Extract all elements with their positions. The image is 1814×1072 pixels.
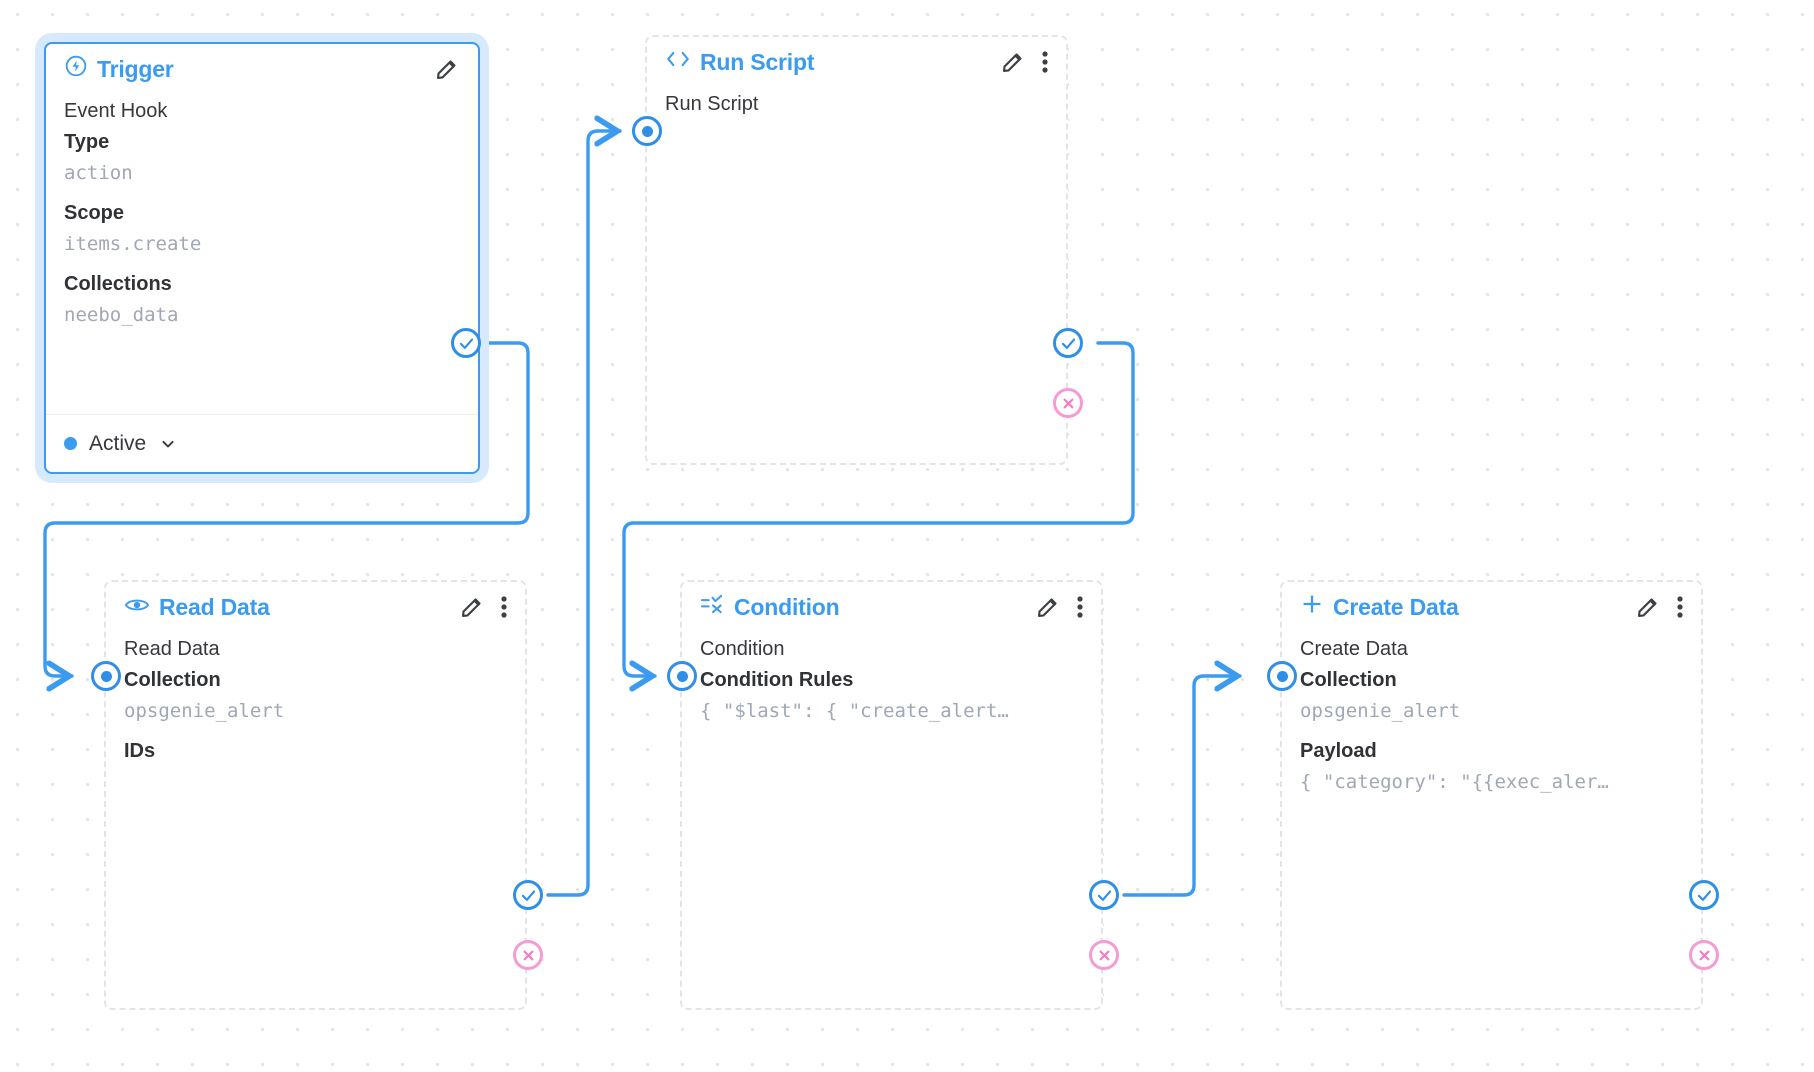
node-header: Create Data	[1282, 582, 1701, 620]
dots-vertical-icon[interactable]	[1077, 595, 1083, 619]
node-header-actions	[433, 56, 460, 83]
pencil-icon[interactable]	[458, 594, 485, 621]
node-subtitle: Read Data	[124, 638, 220, 660]
edge-condition-to-create-data	[1122, 676, 1242, 897]
node-run-script[interactable]: Run Script Run Script	[645, 35, 1068, 465]
field-value: opsgenie_alert	[1300, 700, 1461, 722]
node-subtitle: Run Script	[665, 93, 759, 115]
node-title-create-data: Create Data	[1300, 592, 1459, 622]
port-error-read-data[interactable]	[513, 940, 543, 970]
node-header-actions	[458, 594, 507, 621]
field-value: action	[64, 162, 133, 184]
port-input-run-script[interactable]	[632, 116, 662, 146]
node-read-data[interactable]: Read Data Read Data Collection o	[104, 580, 527, 1010]
node-title-run-script: Run Script	[665, 48, 814, 76]
pencil-icon[interactable]	[433, 56, 460, 83]
node-body: Condition Condition Rules { "$last": { "…	[682, 616, 1101, 726]
node-header: Run Script	[647, 37, 1066, 75]
node-body: Event Hook Type action Scope items.creat…	[46, 78, 478, 330]
port-input-read-data[interactable]	[91, 661, 121, 691]
field-value: { "category": "{{exec_aler…	[1300, 771, 1609, 793]
node-header-actions	[1034, 594, 1083, 621]
node-title-text: Run Script	[700, 48, 815, 75]
chevron-down-icon	[158, 434, 178, 454]
bolt-circle-icon	[64, 54, 88, 84]
node-title-condition: Condition	[700, 593, 840, 621]
field-label: Collection	[1300, 669, 1397, 691]
code-brackets-icon	[665, 48, 691, 76]
status-dot	[64, 437, 77, 450]
pencil-icon[interactable]	[1034, 594, 1061, 621]
node-footer: Active	[46, 414, 478, 472]
node-body: Create Data Collection opsgenie_alert Pa…	[1282, 616, 1701, 797]
dots-vertical-icon[interactable]	[1042, 50, 1048, 74]
dots-vertical-icon[interactable]	[501, 595, 507, 619]
eye-icon	[124, 594, 150, 621]
node-body: Read Data Collection opsgenie_alert IDs	[106, 616, 525, 767]
node-header-actions	[999, 49, 1048, 76]
port-error-condition[interactable]	[1089, 940, 1119, 970]
status-dropdown-trigger[interactable]: Active	[64, 432, 178, 456]
edge-read-data-to-run-script	[546, 131, 622, 897]
node-title-text: Trigger	[97, 55, 174, 82]
port-success-condition[interactable]	[1089, 880, 1119, 910]
plus-icon	[1300, 592, 1324, 622]
port-success-trigger[interactable]	[451, 328, 481, 358]
port-error-run-script[interactable]	[1053, 388, 1083, 418]
node-subtitle: Create Data	[1300, 638, 1408, 660]
field-value: neebo_data	[64, 304, 179, 326]
port-input-condition[interactable]	[667, 661, 697, 691]
field-label: Payload	[1300, 740, 1377, 762]
field-label: Collections	[64, 273, 172, 295]
node-header: Read Data	[106, 582, 525, 620]
field-value: { "$last": { "create_alert…	[700, 700, 1009, 722]
port-error-create-data[interactable]	[1689, 940, 1719, 970]
field-label: Type	[64, 131, 110, 153]
node-body: Run Script	[647, 71, 1066, 120]
filter-check-icon	[700, 593, 725, 621]
node-title-text: Create Data	[1333, 593, 1459, 620]
node-title-text: Condition	[734, 593, 840, 620]
port-success-read-data[interactable]	[513, 880, 543, 910]
node-condition[interactable]: Condition Condition Condition Rules	[680, 580, 1103, 1010]
node-title-read-data: Read Data	[124, 594, 270, 621]
node-title-trigger: Trigger	[64, 54, 174, 84]
field-value: items.create	[64, 233, 202, 255]
node-header: Condition	[682, 582, 1101, 620]
field-label: IDs	[124, 740, 156, 762]
node-title-text: Read Data	[159, 593, 270, 620]
field-value: opsgenie_alert	[124, 700, 285, 722]
field-label: Scope	[64, 202, 125, 224]
field-label: Collection	[124, 669, 221, 691]
port-success-run-script[interactable]	[1053, 328, 1083, 358]
node-header-actions	[1634, 594, 1683, 621]
node-trigger[interactable]: Trigger Event Hook Type action Scope ite…	[44, 42, 480, 474]
dots-vertical-icon[interactable]	[1677, 595, 1683, 619]
field-label: Condition Rules	[700, 669, 854, 691]
node-header: Trigger	[46, 44, 478, 82]
pencil-icon[interactable]	[1634, 594, 1661, 621]
node-create-data[interactable]: Create Data Create Data Collection	[1280, 580, 1703, 1010]
port-success-create-data[interactable]	[1689, 880, 1719, 910]
pencil-icon[interactable]	[999, 49, 1026, 76]
node-subtitle: Condition	[700, 638, 785, 660]
node-subtitle: Event Hook	[64, 100, 168, 122]
port-input-create-data[interactable]	[1267, 661, 1297, 691]
status-badge: Active	[89, 431, 147, 455]
